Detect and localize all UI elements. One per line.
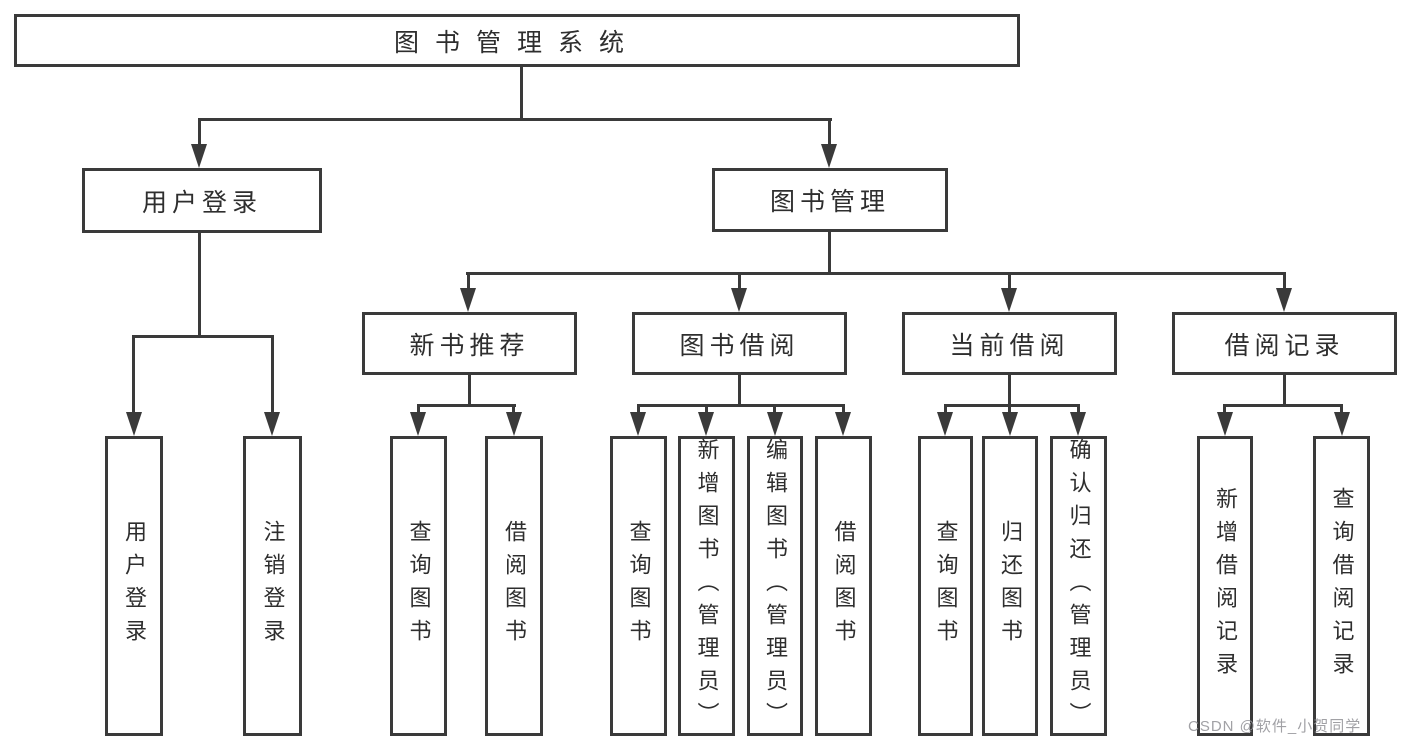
node-book-management: 图书管理 (712, 168, 948, 232)
leaf-label: 查询借阅记录 (1329, 487, 1355, 685)
connector-stem (637, 404, 640, 416)
arrowhead-icon (1334, 412, 1350, 436)
leaf-return-books: 归还图书 (982, 436, 1038, 736)
connector-stem-book-management (828, 118, 831, 146)
arrowhead-icon (630, 412, 646, 436)
arrowhead-icon (821, 144, 837, 168)
connector-recommend-trunk (468, 375, 471, 407)
connector-recommend-bar (417, 404, 516, 407)
leaf-add-borrow-record: 新增借阅记录 (1197, 436, 1253, 736)
node-user-login: 用户登录 (82, 168, 322, 233)
arrowhead-icon (937, 412, 953, 436)
leaf-label: 借阅图书 (502, 520, 527, 652)
node-label: 新书推荐 (409, 331, 530, 360)
node-label: 图书借阅 (679, 331, 800, 360)
connector-record-bar (1223, 404, 1343, 407)
connector-level2-bar (198, 118, 832, 121)
node-borrow-record: 借阅记录 (1172, 312, 1397, 375)
connector-book-management-trunk (828, 232, 831, 274)
connector-root-trunk (520, 67, 523, 118)
connector-current-bar (944, 404, 1080, 407)
connector-stem-current (1008, 272, 1011, 290)
leaf-logout: 注销登录 (243, 436, 302, 736)
leaf-query-books-borrow: 查询图书 (610, 436, 667, 736)
leaf-label: 借阅图书 (831, 520, 857, 652)
connector-stem (944, 404, 947, 416)
leaf-query-books-recommend: 查询图书 (390, 436, 447, 736)
leaf-label: 新增借阅记录 (1213, 487, 1238, 685)
node-book-borrow: 图书借阅 (632, 312, 847, 375)
leaf-query-borrow-record: 查询借阅记录 (1313, 436, 1370, 736)
connector-stem-leaf-user-login (132, 335, 135, 414)
node-current-borrow: 当前借阅 (902, 312, 1117, 375)
connector-stem (1077, 404, 1080, 416)
leaf-query-books-current: 查询图书 (918, 436, 973, 736)
connector-stem-user-login (198, 118, 201, 146)
connector-stem (1008, 404, 1011, 416)
connector-stem (842, 404, 845, 416)
arrowhead-icon (1001, 288, 1017, 312)
arrowhead-icon (410, 412, 426, 436)
arrowhead-icon (506, 412, 522, 436)
leaf-label: 查询图书 (626, 520, 652, 652)
leaf-borrow-books: 借阅图书 (815, 436, 872, 736)
node-label: 当前借阅 (949, 331, 1070, 360)
arrowhead-icon (1276, 288, 1292, 312)
arrowhead-icon (835, 412, 851, 436)
leaf-label: 查询图书 (406, 520, 432, 652)
node-label: 用户登录 (141, 188, 262, 217)
connector-stem (773, 404, 776, 416)
connector-stem (417, 404, 420, 416)
arrowhead-icon (1070, 412, 1086, 436)
connector-current-trunk (1008, 375, 1011, 407)
connector-borrow-bar (637, 404, 845, 407)
connector-user-login-trunk (198, 233, 201, 335)
leaf-label: 归还图书 (998, 520, 1023, 652)
arrowhead-icon (698, 412, 714, 436)
arrowhead-icon (460, 288, 476, 312)
node-label: 图书管理系统 (393, 28, 640, 57)
node-label: 图书管理 (769, 188, 890, 216)
arrowhead-icon (126, 412, 142, 436)
leaf-label: 注销登录 (260, 520, 286, 652)
arrowhead-icon (191, 144, 207, 168)
connector-borrow-trunk (738, 375, 741, 407)
connector-stem-record (1283, 272, 1286, 290)
node-root-library-system: 图书管理系统 (14, 14, 1020, 67)
connector-stem (1340, 404, 1343, 416)
arrowhead-icon (731, 288, 747, 312)
connector-level3-bar (466, 272, 1286, 275)
arrowhead-icon (1002, 412, 1018, 436)
leaf-borrow-books-recommend: 借阅图书 (485, 436, 543, 736)
leaf-label: 查询图书 (933, 520, 959, 652)
connector-stem (512, 404, 515, 416)
connector-stem-borrow (738, 272, 741, 290)
connector-stem (705, 404, 708, 416)
arrowhead-icon (264, 412, 280, 436)
leaf-add-books-admin: 新增图书（管理员） (678, 436, 735, 736)
arrowhead-icon (767, 412, 783, 436)
connector-record-trunk (1283, 375, 1286, 407)
leaf-label: 编辑图书（管理员） (763, 437, 788, 735)
leaf-confirm-return-admin: 确认归还（管理员） (1050, 436, 1107, 736)
leaf-label: 新增图书（管理员） (694, 437, 720, 735)
leaf-label: 确认归还（管理员） (1066, 437, 1092, 735)
node-new-book-recommend: 新书推荐 (362, 312, 577, 375)
watermark: CSDN @软件_小贺同学 (1188, 718, 1362, 735)
connector-user-login-bar (132, 335, 274, 338)
connector-stem-recommend (467, 272, 470, 290)
leaf-user-login: 用户登录 (105, 436, 163, 736)
arrowhead-icon (1217, 412, 1233, 436)
leaf-label: 用户登录 (122, 520, 147, 652)
leaf-edit-books-admin: 编辑图书（管理员） (747, 436, 803, 736)
node-label: 借阅记录 (1224, 331, 1345, 360)
connector-stem-leaf-logout (271, 335, 274, 414)
connector-stem (1223, 404, 1226, 416)
